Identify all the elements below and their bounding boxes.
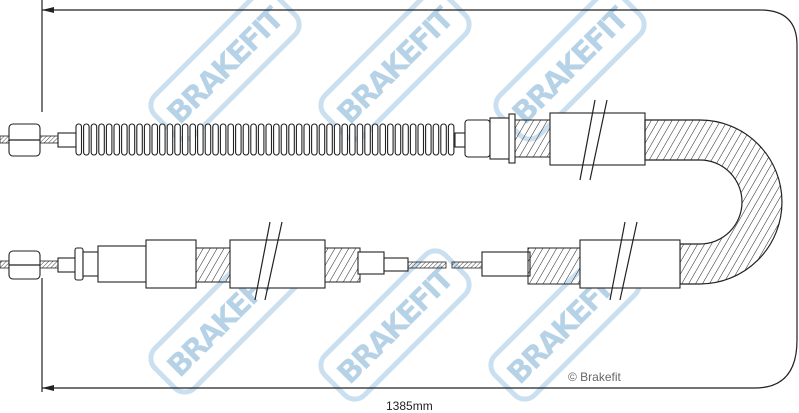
upper-cable <box>0 99 783 285</box>
spring-coil <box>440 123 447 156</box>
dimension-lines <box>41 0 798 392</box>
brakefit-watermark: BRAKEFIT <box>318 0 472 142</box>
spring-coil <box>349 123 356 156</box>
spring-coil <box>417 123 425 156</box>
spring-coil <box>113 123 121 156</box>
spring-coil <box>394 123 402 156</box>
spring-coil <box>311 123 318 156</box>
spring-coil <box>409 123 417 156</box>
copyright-label: © Brakefit <box>568 370 621 384</box>
spring-coil <box>136 123 143 156</box>
svg-text:BRAKEFIT: BRAKEFIT <box>331 0 462 131</box>
spring-coil <box>273 123 280 156</box>
spring-coil <box>250 123 257 156</box>
spring-coil <box>128 123 136 156</box>
spring-coil <box>265 123 273 156</box>
spring-coil <box>280 123 288 156</box>
brakefit-watermarks: BRAKEFITBRAKEFITBRAKEFITBRAKEFITBRAKEFIT… <box>148 0 647 402</box>
spring-coil <box>288 123 295 156</box>
spring-coil <box>166 123 174 156</box>
svg-text:BRAKEFIT: BRAKEFIT <box>506 0 637 131</box>
spring-coil <box>447 123 455 156</box>
spring-coil <box>257 123 265 156</box>
lower-cable <box>0 221 681 301</box>
spring-coil <box>402 123 409 156</box>
spring-coil <box>212 123 219 156</box>
spring-coil <box>219 123 227 156</box>
spring-coil <box>227 123 235 156</box>
spring-coil <box>159 123 166 156</box>
spring-coil <box>204 123 212 156</box>
brakefit-watermark: BRAKEFIT <box>148 0 302 142</box>
spring-coil <box>105 123 113 156</box>
svg-text:BRAKEFIT: BRAKEFIT <box>161 0 292 131</box>
spring-coil <box>242 123 250 156</box>
spring-coil <box>98 123 105 156</box>
spring-coil <box>379 123 387 156</box>
spring-coil <box>364 123 371 156</box>
spring-coil <box>333 123 341 156</box>
spring-coil <box>174 123 181 156</box>
length-dimension-label: 1385mm <box>386 399 433 413</box>
spring-coil <box>371 123 379 156</box>
spring-coil <box>432 123 440 156</box>
spring-coil <box>181 123 189 156</box>
spring-coil <box>318 123 326 156</box>
spring-coil <box>189 123 197 156</box>
spring-coil <box>90 123 98 156</box>
spring-coil <box>197 123 204 156</box>
spring-coil <box>235 123 242 156</box>
spring-coil <box>295 123 303 156</box>
spring-coil <box>143 123 151 156</box>
spring-coil <box>303 123 311 156</box>
spring-coil <box>326 123 333 156</box>
spring-coil <box>387 123 394 156</box>
spring-coil <box>151 123 159 156</box>
spring-coil <box>75 123 83 156</box>
spring-coil <box>356 123 364 156</box>
spring-coil <box>121 123 128 156</box>
spring-coil <box>341 123 349 156</box>
spring-coil <box>83 123 90 156</box>
spring-coil <box>425 123 432 156</box>
